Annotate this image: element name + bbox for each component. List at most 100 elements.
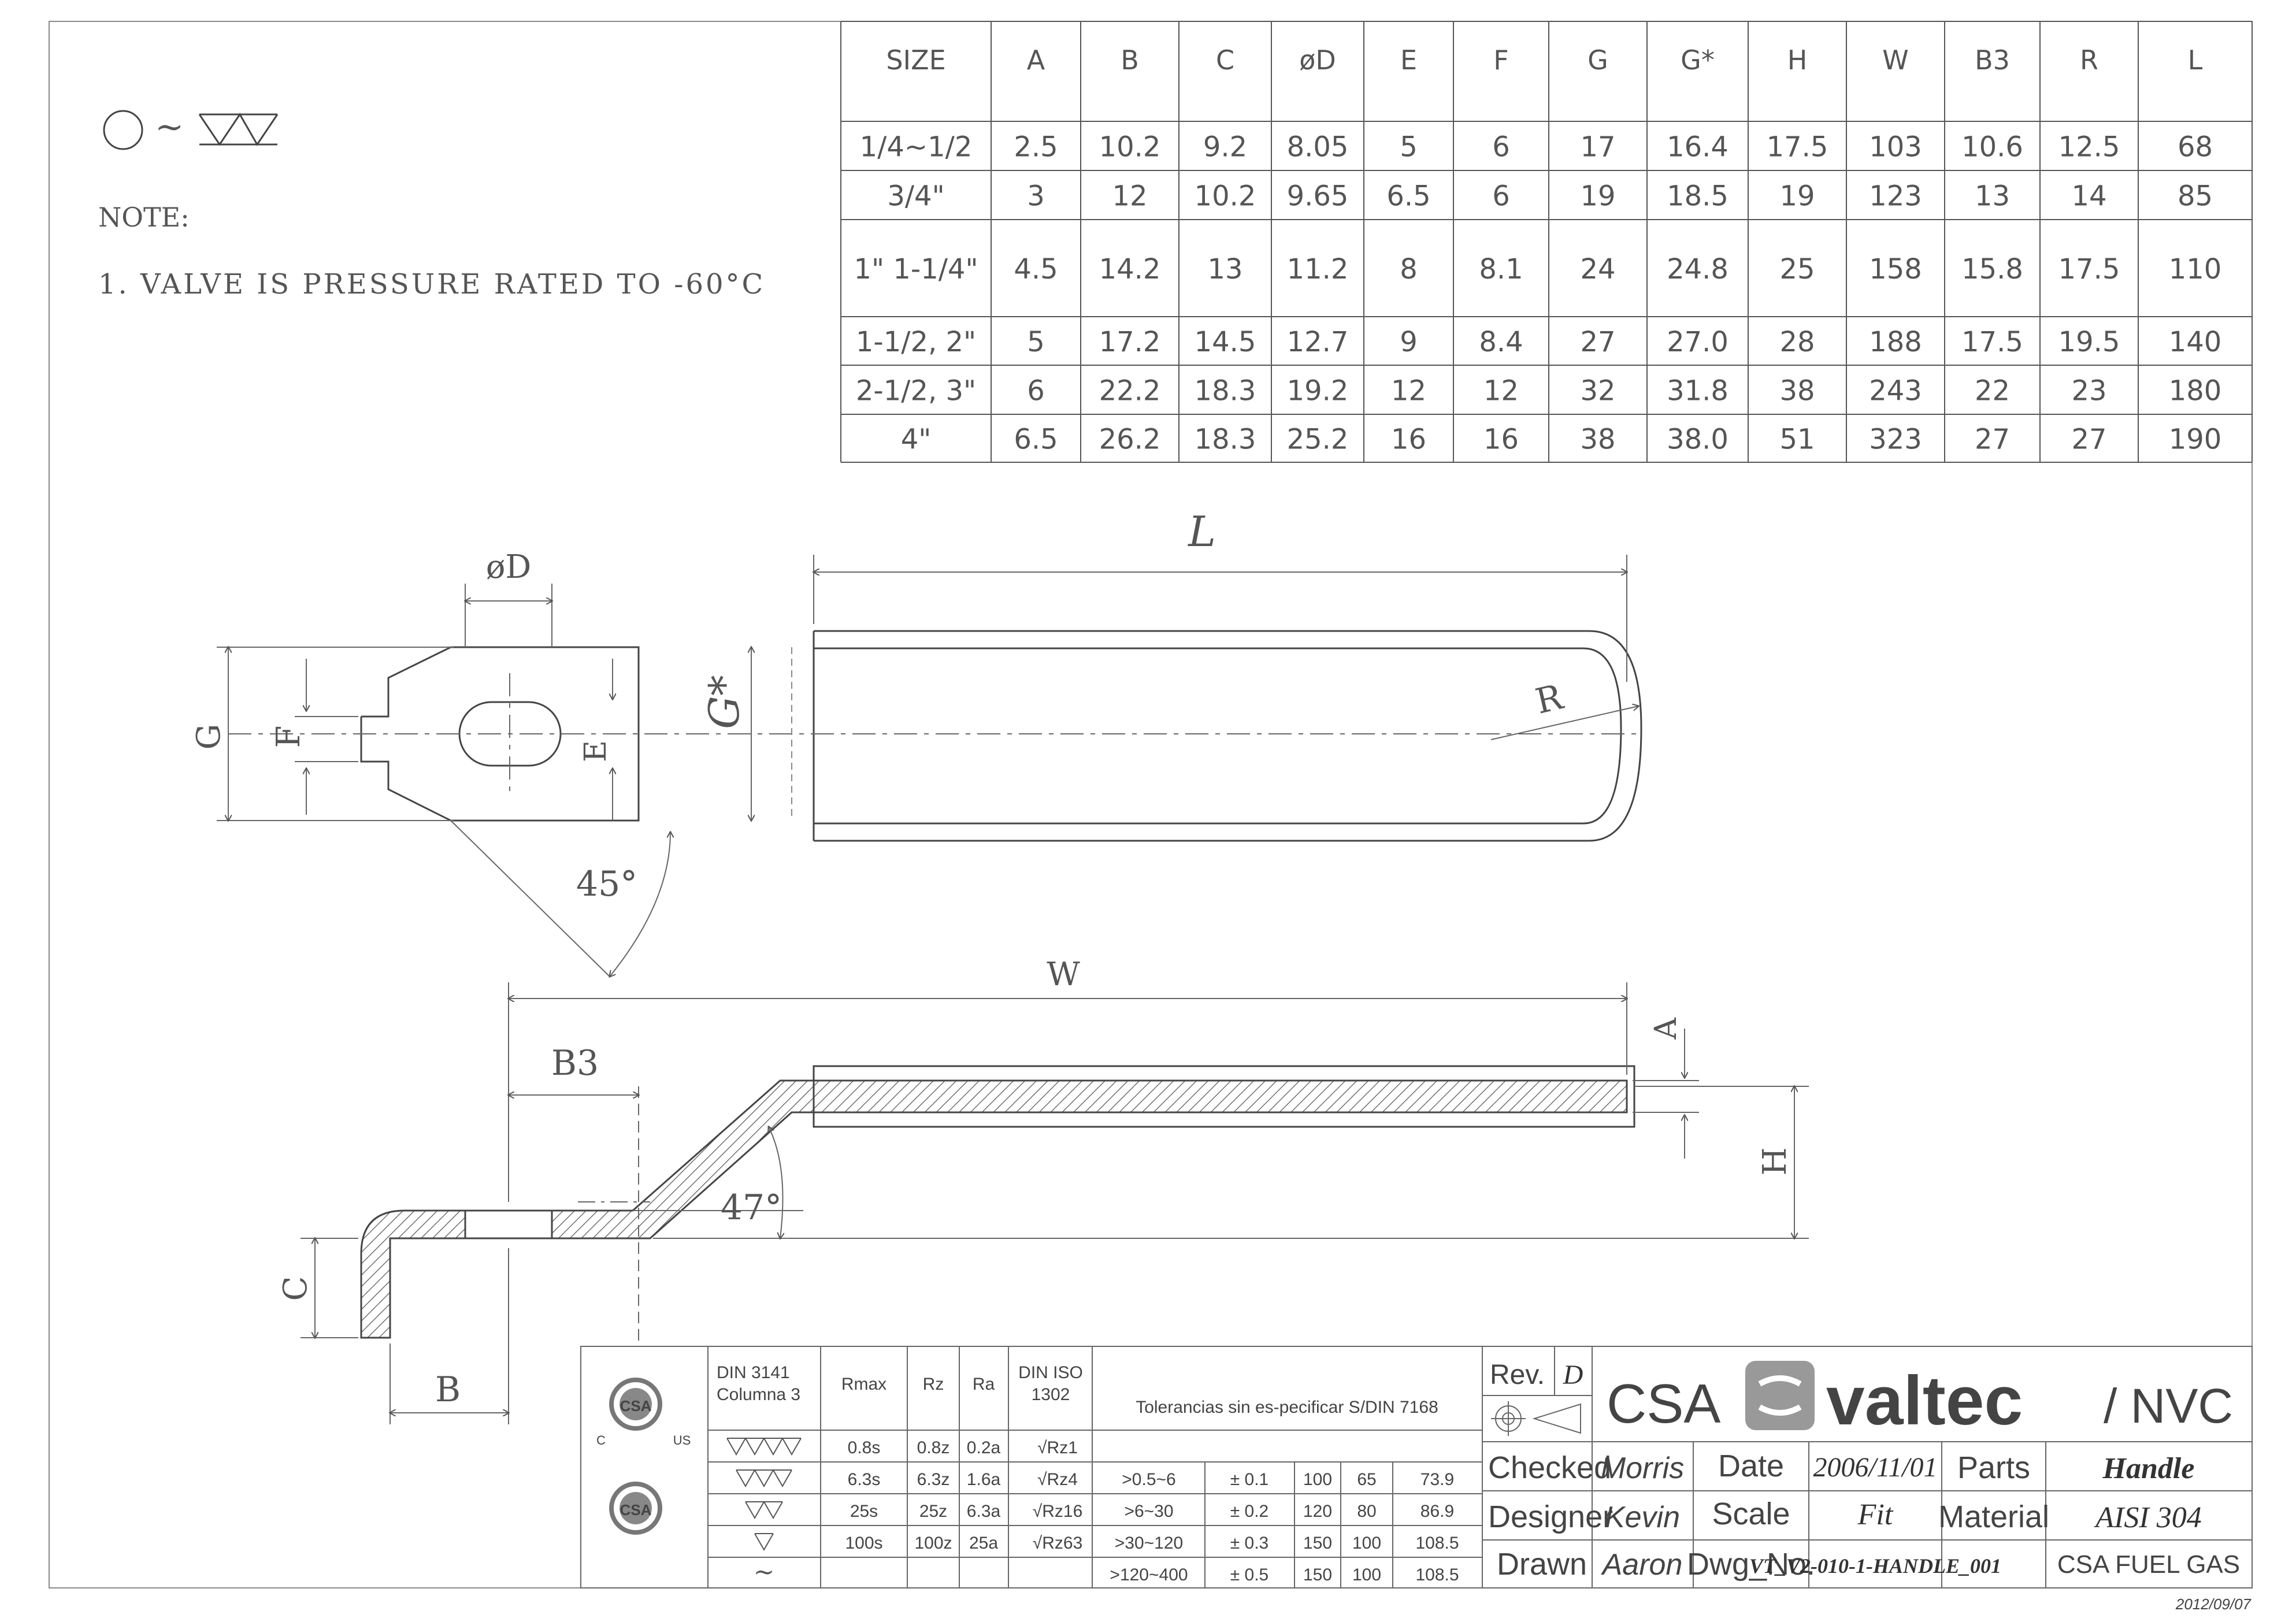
table-cell: 17.5 — [1961, 326, 2023, 358]
table-cell: 103 — [1869, 131, 1922, 164]
table-cell: 13 — [1975, 180, 2010, 213]
table-cell: 17.5 — [1767, 131, 1828, 164]
table-cell: 180 — [2169, 375, 2222, 407]
svg-text:~: ~ — [155, 107, 184, 147]
table-cell: 16 — [1391, 424, 1426, 456]
handle-side-view — [360, 1065, 1635, 1339]
svg-text:US: US — [673, 1433, 691, 1447]
table-cell: 22 — [1975, 375, 2010, 407]
table-cell: 19 — [1580, 180, 1615, 213]
svg-text:CSA: CSA — [620, 1501, 652, 1519]
table-cell: 25.2 — [1287, 424, 1349, 456]
table-header-cell: øD — [1299, 44, 1336, 76]
table-cell: 5 — [1027, 326, 1045, 358]
table-cell: 23 — [2071, 375, 2106, 407]
date-label: Date — [1718, 1449, 1784, 1483]
checked-label: Checked — [1488, 1450, 1611, 1485]
tolerance-cell: 100 — [1303, 1470, 1332, 1489]
table-cell: 1-1/2, 2" — [856, 326, 976, 358]
table-header-cell: R — [2080, 44, 2098, 76]
tolerance-cell: ± 0.1 — [1230, 1470, 1269, 1489]
dim-G-label: G — [190, 724, 228, 750]
finish-cell: 6.3z — [917, 1470, 950, 1489]
table-cell: 85 — [2178, 180, 2213, 213]
finish-cell: 0.8z — [917, 1438, 950, 1457]
dim-B3-label: B3 — [551, 1043, 599, 1083]
table-cell: 14 — [2071, 180, 2106, 213]
table-cell: 31.8 — [1667, 375, 1729, 407]
table-cell: 4.5 — [1014, 253, 1058, 285]
tolerance-cell: >6~30 — [1124, 1502, 1173, 1521]
table-cell: 19 — [1779, 180, 1815, 213]
table-cell: 17 — [1580, 131, 1615, 164]
table-header-cell: H — [1787, 44, 1808, 76]
finish-cell: 25z — [919, 1502, 947, 1521]
dim-R-label: R — [1532, 677, 1568, 722]
date-value: 2006/11/01 — [1813, 1452, 1937, 1483]
table-cell: 8 — [1400, 253, 1418, 285]
table-cell: 12 — [1483, 375, 1519, 407]
valtec-logo-icon — [1745, 1361, 1815, 1430]
dim-W-label: W — [1047, 956, 1080, 993]
dim-L-label: L — [1187, 507, 1216, 556]
table-cell: 123 — [1869, 180, 1922, 213]
table-cell: 4" — [901, 424, 932, 456]
table-cell: 12.5 — [2058, 131, 2120, 164]
table-cell: 17.5 — [2058, 253, 2120, 285]
table-cell: 6 — [1492, 180, 1510, 213]
tolerance-cell: 65 — [1357, 1470, 1376, 1489]
finish-cell: 100z — [914, 1534, 952, 1553]
table-cell: 14.2 — [1099, 253, 1161, 285]
table-header-cell: W — [1882, 44, 1908, 76]
table-cell: 19.2 — [1287, 375, 1349, 407]
csa-logo: CSA C US — [596, 1378, 691, 1447]
rev-value: D — [1563, 1360, 1583, 1390]
table-cell: 2-1/2, 3" — [856, 375, 976, 407]
tolerance-cell: 108.5 — [1415, 1565, 1459, 1584]
projection-symbol — [1491, 1401, 1581, 1436]
checked-value: Morris — [1601, 1452, 1684, 1485]
table-cell: 68 — [2178, 131, 2213, 164]
table-cell: 158 — [1869, 253, 1922, 285]
finish-cell: 25s — [850, 1502, 878, 1521]
table-cell: 6 — [1027, 375, 1045, 407]
table-cell: 27 — [1580, 326, 1615, 358]
table-cell: 13 — [1207, 253, 1242, 285]
brand-csa: CSA — [1607, 1373, 1720, 1435]
table-header-cell: F — [1493, 44, 1508, 76]
tolerance-cell: 150 — [1303, 1534, 1332, 1553]
table-header-cell: L — [2188, 44, 2203, 76]
table-header-cell: E — [1400, 44, 1417, 76]
finish-cell: 0.2a — [967, 1438, 1001, 1457]
table-cell: 16 — [1483, 424, 1519, 456]
table-cell: 12.7 — [1287, 326, 1349, 358]
table-cell: 10.6 — [1961, 131, 2023, 164]
table-cell: 3/4" — [887, 180, 944, 213]
iso-cell: √Rz16 — [1033, 1502, 1083, 1521]
table-cell: 9.2 — [1203, 131, 1247, 164]
table-cell: 9 — [1400, 326, 1418, 358]
tolerance-cell: 120 — [1303, 1502, 1332, 1521]
table-cell: 38 — [1580, 424, 1615, 456]
table-cell: 6.5 — [1386, 180, 1430, 213]
tolerance-cell: >0.5~6 — [1122, 1470, 1175, 1489]
top-view-dimensions — [217, 555, 1638, 977]
table-cell: 25 — [1779, 253, 1815, 285]
note-heading: NOTE: — [98, 202, 190, 233]
material-value: AISI 304 — [2094, 1501, 2201, 1534]
table-cell: 1" 1-1/4" — [854, 253, 978, 285]
finish-cell: 1.6a — [967, 1470, 1001, 1489]
table-header-cell: G — [1587, 44, 1608, 76]
dim-A-label: A — [1649, 1017, 1683, 1040]
table-cell: 12 — [1112, 180, 1147, 213]
table-cell: 10.2 — [1099, 131, 1161, 164]
table-cell: 18.5 — [1667, 180, 1729, 213]
table-cell: 9.65 — [1287, 180, 1349, 213]
parts-label: Parts — [1957, 1450, 2030, 1485]
